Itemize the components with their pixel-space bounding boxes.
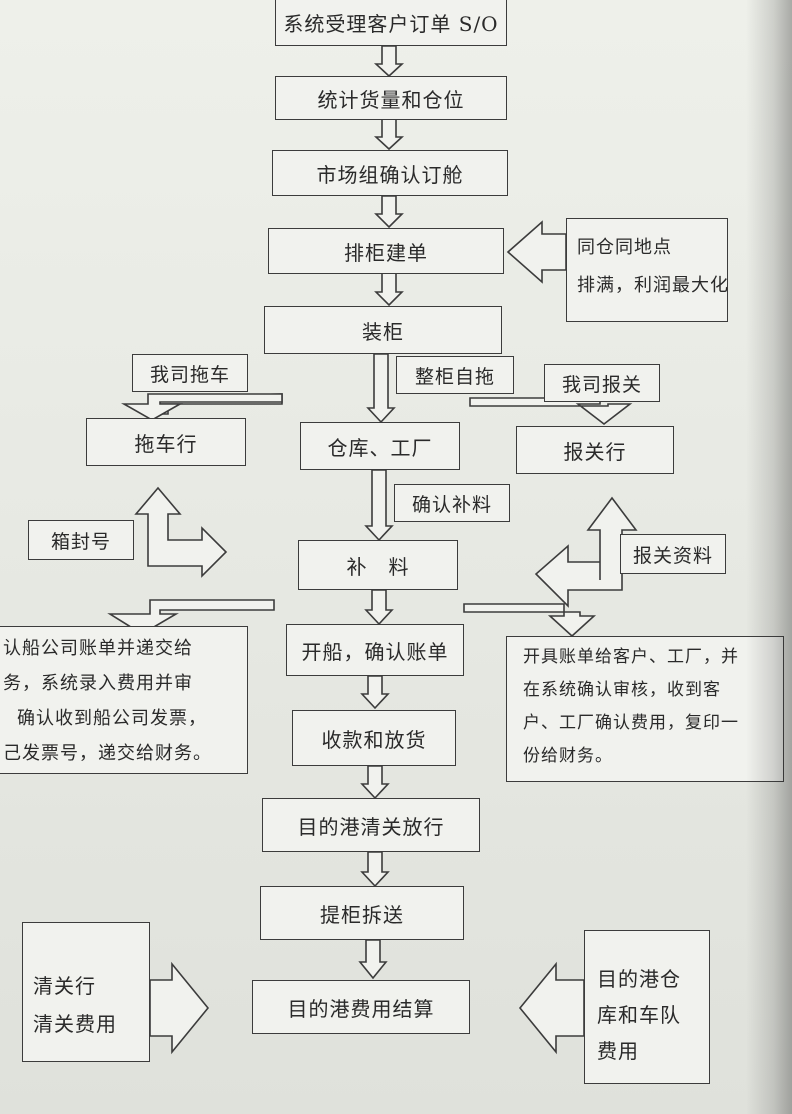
node-supplement: 补 料 [298, 540, 458, 590]
bent-arrow-to-left-callout [107, 599, 275, 635]
node-warehouse-factory-label: 仓库、工厂 [327, 435, 433, 460]
down-arrow-10-11 [360, 675, 390, 710]
node-supplement-label: 补 料 [346, 554, 410, 579]
page-edge-shadow [746, 0, 792, 1114]
left-arrow-dest-warehouse [518, 961, 585, 1055]
node-payment-release-label: 收款和放货 [321, 727, 427, 752]
down-arrow-4-5 [374, 271, 404, 307]
callout-clearance-agent: 清关行 清关费用 [22, 922, 150, 1062]
label-our-trucking-text: 我司拖车 [149, 363, 230, 386]
callout-customer-bill-line-3: 户、工厂确认费用，复印一 [523, 713, 739, 733]
down-arrow-3-4 [374, 195, 404, 229]
label-customs-docs-text: 报关资料 [632, 544, 713, 567]
node-container-plan-label: 排柜建单 [344, 240, 428, 265]
label-confirm-supplement-text: 确认补料 [411, 493, 492, 516]
callout-dest-warehouse-line-2: 库和车队 [597, 1003, 681, 1027]
down-arrow-7-9 [364, 469, 394, 542]
node-destination-clearance-label: 目的港清关放行 [297, 814, 445, 839]
node-customs-broker: 报关行 [516, 426, 674, 474]
label-self-trucking: 整柜自拖 [396, 356, 514, 394]
node-customs-broker-label: 报关行 [563, 439, 627, 464]
node-volume-space: 统计货量和仓位 [275, 76, 507, 120]
callout-clearance-line-1: 清关行 [33, 974, 96, 998]
node-loading: 装柜 [264, 306, 502, 354]
bent-arrow-to-right-callout [463, 603, 597, 638]
label-box-seal-no-text: 箱封号 [50, 530, 111, 553]
node-booking-confirm-label: 市场组确认订舱 [316, 162, 464, 187]
callout-same-warehouse-line-1: 同仓同地点 [577, 237, 672, 258]
label-confirm-supplement: 确认补料 [394, 484, 510, 522]
down-arrow-13-14 [358, 939, 388, 980]
node-order-intake-label: 系统受理客户订单 S/O [283, 11, 499, 36]
node-booking-confirm: 市场组确认订舱 [272, 150, 508, 196]
down-arrow-12-13 [360, 851, 390, 888]
callout-ship-bill-line-4: 己发票号，递交给财务。 [3, 743, 212, 764]
label-our-customs: 我司报关 [544, 364, 660, 402]
callout-customer-bill-line-1: 开具账单给客户、工厂，并 [523, 647, 739, 667]
label-self-trucking-text: 整柜自拖 [414, 365, 495, 388]
node-destination-settlement: 目的港费用结算 [252, 980, 470, 1034]
down-arrow-1-2 [373, 45, 405, 78]
callout-ship-bill-line-3: 确认收到船公司发票， [17, 708, 207, 729]
down-arrow-11-12 [360, 765, 390, 800]
callout-ship-bill-line-2: 务，系统录入费用并审 [3, 673, 193, 694]
down-arrow-5-7 [366, 353, 396, 424]
callout-same-warehouse: 同仓同地点 排满，利润最大化 [566, 218, 728, 322]
node-sail-bill-label: 开船，确认账单 [301, 639, 449, 664]
right-arrow-clearance [149, 961, 210, 1055]
node-pickup-deliver-label: 提柜拆送 [320, 902, 404, 927]
node-volume-space-label: 统计货量和仓位 [317, 87, 465, 112]
node-sail-bill: 开船，确认账单 [286, 624, 464, 676]
node-trucking-company: 拖车行 [86, 418, 246, 466]
node-container-plan: 排柜建单 [268, 228, 504, 274]
callout-destination-warehouse: 目的港仓 库和车队 费用 [584, 930, 710, 1084]
callout-customer-bill: 开具账单给客户、工厂，并 在系统确认审核，收到客 户、工厂确认费用，复印一 份给… [506, 636, 784, 782]
label-customs-docs: 报关资料 [620, 534, 726, 574]
node-pickup-deliver: 提柜拆送 [260, 886, 464, 940]
node-order-intake: 系统受理客户订单 S/O [275, 0, 507, 46]
callout-customer-bill-line-4: 份给财务。 [523, 746, 613, 766]
bent-arrow-seal [134, 486, 228, 578]
node-payment-release: 收款和放货 [292, 710, 456, 766]
bent-arrow-trucking-main [120, 393, 283, 421]
callout-same-warehouse-line-2: 排满，利润最大化 [577, 275, 729, 296]
node-warehouse-factory: 仓库、工厂 [300, 422, 460, 470]
down-arrow-9-10 [364, 589, 394, 626]
label-box-seal-no: 箱封号 [28, 520, 134, 560]
node-trucking-company-label: 拖车行 [134, 431, 198, 456]
node-destination-settlement-label: 目的港费用结算 [287, 996, 435, 1021]
callout-ship-company-bill: 认船公司账单并递交给 务，系统录入费用并审 确认收到船公司发票， 己发票号，递交… [0, 626, 248, 774]
label-our-trucking: 我司拖车 [132, 354, 248, 392]
node-destination-clearance: 目的港清关放行 [262, 798, 480, 852]
callout-clearance-line-2: 清关费用 [33, 1012, 117, 1036]
callout-customer-bill-line-2: 在系统确认审核，收到客 [523, 680, 721, 700]
node-loading-label: 装柜 [362, 319, 404, 344]
callout-dest-warehouse-line-1: 目的港仓 [597, 967, 681, 991]
label-our-customs-text: 我司报关 [561, 373, 642, 396]
down-arrow-2-3 [373, 117, 405, 151]
left-arrow-callout [506, 220, 567, 284]
callout-ship-bill-line-1: 认船公司账单并递交给 [3, 638, 193, 659]
callout-dest-warehouse-line-3: 费用 [597, 1039, 639, 1063]
bent-arrow-customs-docs [534, 496, 638, 608]
